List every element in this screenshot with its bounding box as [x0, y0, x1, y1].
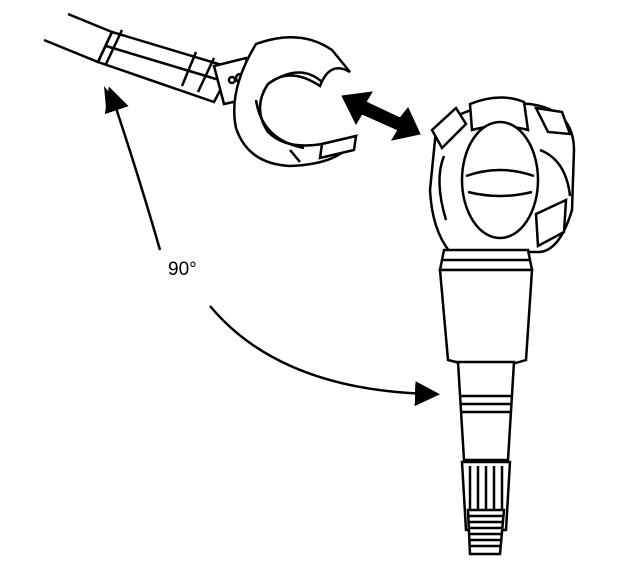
axle-shaft	[438, 268, 534, 556]
c-wrench-head	[232, 36, 359, 168]
tool-shaft	[43, 12, 254, 106]
angle-label: 90°	[168, 259, 197, 280]
double-arrow	[341, 91, 421, 141]
rotation-arc	[104, 86, 440, 407]
axle-joint-head	[428, 96, 576, 272]
rotation-arc-heads	[104, 86, 438, 404]
